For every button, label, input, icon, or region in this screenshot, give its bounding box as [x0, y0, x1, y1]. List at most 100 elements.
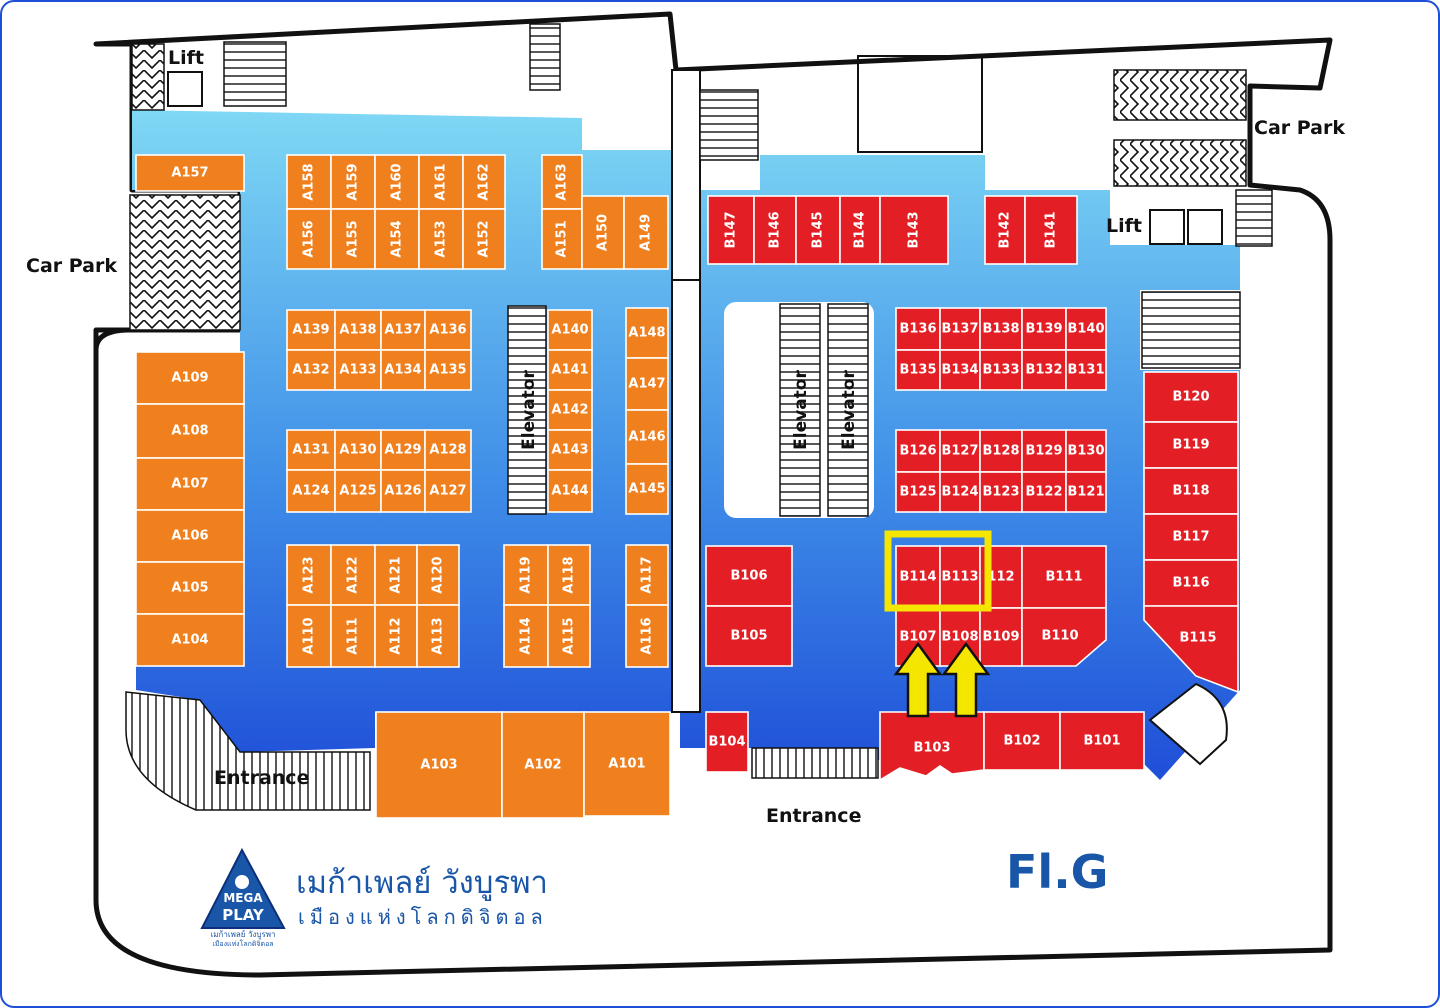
- unit-a130[interactable]: [334, 429, 382, 471]
- unit-label-a105: A105: [171, 581, 208, 596]
- unit-b109[interactable]: [979, 607, 1023, 667]
- unit-b129[interactable]: [1021, 429, 1067, 473]
- unit-b128[interactable]: [979, 429, 1023, 473]
- unit-b111[interactable]: [1021, 545, 1107, 609]
- unit-a109[interactable]: [135, 351, 245, 405]
- unit-b137[interactable]: [939, 307, 981, 351]
- unit-a117[interactable]: [625, 544, 669, 606]
- unit-label-b140: B140: [1067, 322, 1104, 337]
- unit-a105[interactable]: [135, 561, 245, 615]
- unit-a103[interactable]: [375, 711, 503, 819]
- unit-a143[interactable]: [547, 429, 593, 471]
- unit-a142[interactable]: [547, 389, 593, 431]
- unit-a123[interactable]: [286, 544, 332, 606]
- unit-b140[interactable]: [1065, 307, 1107, 351]
- unit-label-a119: A119: [519, 556, 534, 593]
- unit-label-a121: A121: [389, 556, 404, 593]
- unit-b145[interactable]: [795, 195, 841, 265]
- lift-label-right: Lift: [1106, 215, 1142, 237]
- unit-label-a141: A141: [551, 363, 588, 378]
- unit-b131[interactable]: [1065, 349, 1107, 391]
- unit-a108[interactable]: [135, 403, 245, 459]
- unit-b106[interactable]: [705, 545, 793, 607]
- unit-a113[interactable]: [416, 604, 460, 668]
- unit-b139[interactable]: [1021, 307, 1067, 351]
- unit-b142[interactable]: [984, 195, 1026, 265]
- unit-b120[interactable]: [1143, 371, 1239, 423]
- unit-a149[interactable]: [623, 195, 669, 270]
- unit-a120[interactable]: [416, 544, 460, 606]
- unit-a131[interactable]: [286, 429, 336, 471]
- unit-a107[interactable]: [135, 457, 245, 511]
- unit-a145[interactable]: [625, 463, 669, 515]
- unit-b126[interactable]: [895, 429, 941, 473]
- unit-b105[interactable]: [705, 605, 793, 667]
- elevator-center-1: [779, 303, 821, 517]
- unit-a157[interactable]: [135, 154, 245, 192]
- unit-a155[interactable]: [330, 208, 376, 270]
- unit-a102[interactable]: [501, 711, 585, 819]
- unit-a115[interactable]: [547, 604, 591, 668]
- unit-a141[interactable]: [547, 349, 593, 391]
- unit-a104[interactable]: [135, 613, 245, 667]
- unit-a144[interactable]: [547, 469, 593, 513]
- unit-a150[interactable]: [581, 195, 625, 270]
- unit-b102[interactable]: [983, 711, 1061, 771]
- unit-a163[interactable]: [541, 154, 583, 210]
- unit-a135[interactable]: [424, 349, 472, 391]
- unit-a153[interactable]: [418, 208, 464, 270]
- unit-b101[interactable]: [1059, 711, 1145, 771]
- unit-b135[interactable]: [895, 349, 941, 391]
- unit-b118[interactable]: [1143, 467, 1239, 515]
- unit-b147[interactable]: [707, 195, 755, 265]
- unit-b134[interactable]: [939, 349, 981, 391]
- unit-a116[interactable]: [625, 604, 669, 668]
- unit-a158[interactable]: [286, 154, 332, 210]
- unit-b143[interactable]: [879, 195, 949, 265]
- unit-label-a155: A155: [346, 220, 361, 257]
- unit-a147[interactable]: [625, 357, 669, 411]
- unit-label-a144: A144: [551, 484, 588, 499]
- elevator-label-center-1: Elevator: [791, 370, 811, 450]
- unit-a138[interactable]: [334, 309, 382, 351]
- unit-a133[interactable]: [334, 349, 382, 391]
- unit-label-a122: A122: [346, 556, 361, 593]
- unit-a112[interactable]: [374, 604, 418, 668]
- unit-a119[interactable]: [503, 544, 549, 606]
- unit-a127[interactable]: [424, 469, 472, 513]
- unit-b130[interactable]: [1065, 429, 1107, 473]
- unit-a126[interactable]: [380, 469, 426, 513]
- unit-a151[interactable]: [541, 208, 583, 270]
- unit-a162[interactable]: [462, 154, 506, 210]
- unit-b110[interactable]: [1021, 607, 1107, 667]
- unit-b104[interactable]: [705, 711, 749, 773]
- unit-b116[interactable]: [1143, 559, 1239, 607]
- unit-a106[interactable]: [135, 509, 245, 563]
- unit-label-b122: B122: [1025, 485, 1062, 500]
- unit-b113[interactable]: [939, 545, 981, 609]
- unit-a160[interactable]: [374, 154, 420, 210]
- unit-b133[interactable]: [979, 349, 1023, 391]
- unit-a122[interactable]: [330, 544, 376, 606]
- unit-a101[interactable]: [583, 711, 671, 817]
- logo-line2: PLAY: [222, 906, 265, 924]
- unit-b117[interactable]: [1143, 513, 1239, 561]
- stair-service-left: [699, 89, 759, 161]
- unit-b115[interactable]: [1143, 605, 1239, 694]
- unit-a152[interactable]: [462, 208, 506, 270]
- unit-a121[interactable]: [374, 544, 418, 606]
- stair-top-left: [223, 41, 287, 107]
- unit-b144[interactable]: [839, 195, 881, 265]
- unit-a148[interactable]: [625, 307, 669, 359]
- unit-label-a162: A162: [477, 163, 492, 200]
- unit-a125[interactable]: [334, 469, 382, 513]
- unit-b141[interactable]: [1024, 195, 1078, 265]
- unit-b122[interactable]: [1021, 471, 1067, 513]
- unit-a139[interactable]: [286, 309, 336, 351]
- unit-b132[interactable]: [1021, 349, 1067, 391]
- lift-label-left: Lift: [168, 47, 204, 69]
- unit-label-b124: B124: [941, 485, 978, 500]
- unit-label-b115: B115: [1179, 631, 1216, 646]
- unit-label-b125: B125: [899, 485, 936, 500]
- unit-b121[interactable]: [1065, 471, 1107, 513]
